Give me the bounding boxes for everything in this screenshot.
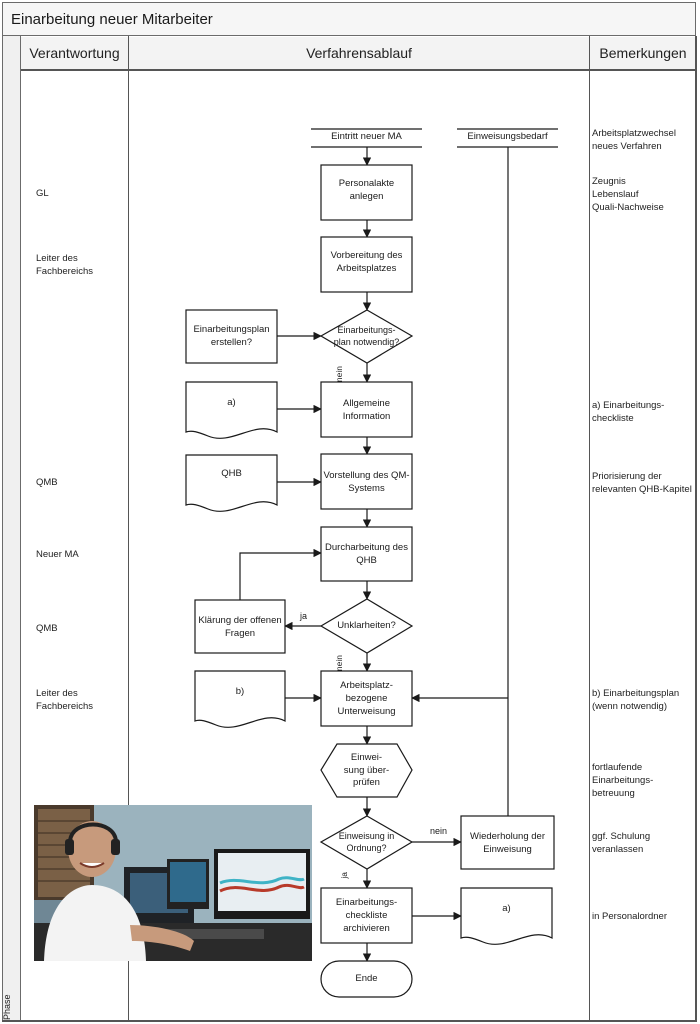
step-qm-system: Vorstellung des QM- Systems [321,469,412,495]
step-vorbereitung-line-2: Arbeitsplatzes [336,263,397,274]
label-nein-2: nein [334,655,344,672]
label-ja-1: ja [300,611,308,621]
responsibility-qmb-2: QMB [36,623,58,634]
decision-unklarheiten: Unklarheiten? [337,620,396,631]
responsibility-gl: GL [36,188,49,199]
step-allgemein-line-2: Information [342,411,391,422]
step-archiv-line-2: checkliste [345,910,388,921]
step-pruefen-line-2: sung über- [343,764,390,776]
step-qhb-line-1: Durcharbeitung des [325,542,408,553]
frame-right-edge [695,36,697,1022]
header-process: Verfahrensablauf [129,37,590,71]
step-klaerung-line-2: Fragen [224,628,256,639]
step-personalakte-line-2: anlegen [349,191,384,202]
remark-arbeitsplatzwechsel: Arbeitsplatzwechsel neues Verfahren [592,128,676,152]
portrait-illustration [34,805,312,961]
step-personalakte-line-1: Personalakte [338,178,395,189]
step-plan-line-1: Einarbeitungsplan [193,324,270,335]
responsibility-fachbereich-2: Leiter des Fachbereichs [36,688,94,712]
step-unterweisung-line-3: Unterweisung [337,706,396,717]
frame-bottom-edge [2,1020,697,1022]
step-qm-line-2: Systems [348,483,385,494]
label-nein-3: nein [430,826,448,836]
decision-plan-line-1: Einarbeitungs- [337,325,396,335]
responsibility-fachbereich-1: Leiter des Fachbereichs [36,253,94,277]
step-durcharbeitung: Durcharbeitung des QHB [321,541,412,567]
remark-einarbeitungsplan: b) Einarbeitungsplan (wenn notwendig) [592,688,680,712]
step-wiederholung: Wiederholung der Einweisung [461,830,554,856]
step-unterweisung: Arbeitsplatz- bezogene Unterweisung [321,679,412,718]
step-pruefen-line-1: Einwei- [350,752,383,763]
remark-priorisierung: Priorisierung der relevanten QHB-Kapitel [592,471,692,495]
decision-ordnung-line-2: Ordnung? [346,843,387,853]
doc-a-2: a) [502,903,511,914]
step-vorbereitung: Vorbereitung des Arbeitsplatzes [321,249,412,275]
remark-checkliste: a) Einarbeitungs- checkliste [592,400,665,424]
step-qhb-line-2: QHB [356,555,377,566]
remark-schulung: ggf. Schulung veranlassen [592,831,651,855]
phase-strip [2,36,21,1022]
step-archiv-line-1: Einarbeitungs- [335,897,398,908]
step-klaerung-line-1: Klärung der offenen [198,615,282,626]
remark-betreuung: fortlaufende Einarbeitungs-betreuung [592,762,654,799]
step-allgemein: Allgemeine Information [321,397,412,423]
sheet-title: Einarbeitung neuer Mitarbeiter [11,11,213,28]
step-vorbereitung-line-1: Vorbereitung des [330,250,403,261]
step-unterweisung-line-2: bezogene [345,693,388,704]
step-allgemein-line-1: Allgemeine [343,398,390,409]
remark-personalordner: in Personalordner [592,911,667,922]
label-nein-1: nein [334,366,344,383]
decision-ordnung-line-1: Einweisung in [338,831,395,841]
title-bar: Einarbeitung neuer Mitarbeiter [2,2,696,36]
step-plan-erstellen: Einarbeitungsplan erstellen? [186,323,277,349]
step-unterweisung-line-1: Arbeitsplatz- [340,680,393,691]
column-divider-left [128,36,129,1022]
flow-end-label: Ende [355,973,378,984]
responsibility-qmb-1: QMB [36,477,58,488]
step-personalakte: Personalakte anlegen [321,177,412,203]
step-pruefen: Einwei- sung über- prüfen [321,752,412,790]
step-wiederholung-line-1: Wiederholung der [470,831,545,842]
step-wiederholung-line-2: Einweisung [483,844,532,855]
portrait-photo [34,805,312,961]
remark-zeugnis: Zeugnis Lebenslauf Quali-Nachweise [592,176,664,213]
doc-a-1: a) [227,397,236,408]
header-remarks: Bemerkungen [590,37,696,71]
column-divider-right [589,36,590,1022]
flow-trigger-label: Einweisungsbedarf [467,131,548,142]
decision-plan-line-2: plan notwendig? [333,337,400,347]
decision-ordnung: Einweisung in Ordnung? [321,830,412,854]
responsibility-neuer-ma: Neuer MA [36,549,79,560]
step-archiv-line-3: archivieren [343,923,390,934]
label-ja-2: ja [339,872,349,879]
step-klaerung: Klärung der offenen Fragen [195,614,285,640]
decision-plan: Einarbeitungs- plan notwendig? [321,324,412,348]
step-pruefen-line-3: prüfen [353,777,380,788]
step-archivieren: Einarbeitungs- checkliste archivieren [321,896,412,935]
header-responsibility: Verantwortung [21,37,129,71]
step-qm-line-1: Vorstellung des QM- [323,470,410,481]
flow-start-label: Eintritt neuer MA [331,131,402,142]
doc-b: b) [235,686,245,697]
doc-qhb: QHB [221,468,242,479]
step-plan-line-2: erstellen? [210,337,253,348]
